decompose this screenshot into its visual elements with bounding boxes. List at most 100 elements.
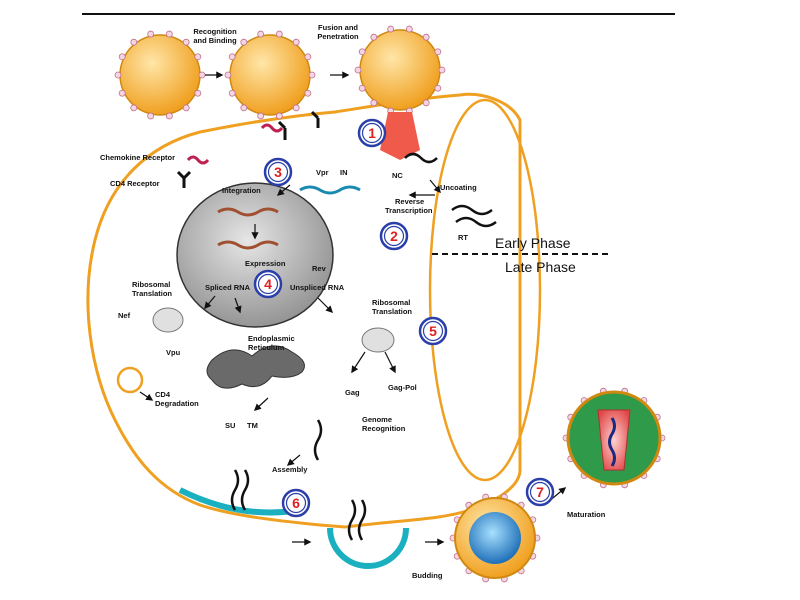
label-ribo-left-2: Translation — [132, 289, 172, 298]
spike-icon — [358, 84, 366, 92]
spike-icon — [304, 89, 312, 97]
label-nc: NC — [392, 171, 403, 180]
host-dna-1 — [217, 207, 279, 217]
spike-icon — [114, 71, 122, 79]
arrow-unspliced — [317, 297, 334, 314]
label-er-2: Reticulum — [248, 343, 285, 352]
spike-icon — [118, 53, 126, 61]
label-uncoating: Uncoating — [440, 183, 477, 192]
late-phase-label: Late Phase — [505, 259, 576, 275]
step-badge-7: 7 — [525, 477, 555, 507]
label-fusion-1: Fusion and — [318, 23, 358, 32]
spike-icon — [228, 89, 236, 97]
label-integration: Integration — [222, 186, 261, 195]
cd4-receptor-icon — [176, 170, 192, 188]
budding-particle — [327, 527, 409, 569]
spike-icon — [198, 71, 206, 79]
spike-icon — [275, 112, 283, 120]
spike-icon — [194, 53, 202, 61]
budding-rna — [347, 499, 367, 541]
cell-membrane — [86, 92, 522, 529]
spike-icon — [224, 71, 232, 79]
label-spliced: Spliced RNA — [205, 283, 251, 292]
spike-icon — [387, 25, 395, 33]
spike-icon — [182, 104, 190, 112]
spike-icon — [147, 112, 155, 120]
label-ribo-left-1: Ribosomal — [132, 280, 170, 289]
spike-icon — [434, 48, 442, 56]
spike-icon — [370, 99, 378, 107]
label-rt-2: Transcription — [385, 206, 433, 215]
fusion-pore — [380, 112, 420, 160]
arrow-degradation — [139, 391, 154, 401]
label-gag-pol: Gag-Pol — [388, 383, 417, 392]
preintegration-complex — [299, 185, 361, 195]
spike-icon — [130, 104, 138, 112]
label-assembly: Assembly — [272, 465, 308, 474]
spike-icon — [354, 66, 362, 74]
label-tm: TM — [247, 421, 258, 430]
spike-icon — [240, 104, 248, 112]
spike-icon — [165, 112, 173, 120]
assembly-rna — [230, 469, 250, 511]
label-vpu: Vpu — [166, 348, 181, 357]
label-rt: RT — [458, 233, 468, 242]
virion-free — [119, 34, 201, 116]
label-ribo-right-1: Ribosomal — [372, 298, 410, 307]
label-su: SU — [225, 421, 235, 430]
label-expression: Expression — [245, 259, 286, 268]
label-chemokine: Chemokine Receptor — [100, 153, 175, 162]
label-maturation: Maturation — [567, 510, 606, 519]
spike-icon — [358, 48, 366, 56]
spike-icon — [228, 53, 236, 61]
label-rev: Rev — [312, 264, 327, 273]
early-phase-label: Early Phase — [495, 235, 571, 251]
label-nef: Nef — [118, 311, 131, 320]
step-badge-6: 6 — [281, 488, 311, 518]
spike-icon — [118, 89, 126, 97]
ribosome-left — [152, 307, 184, 333]
arrow-to-nucleus — [276, 184, 291, 196]
step-number: 3 — [274, 164, 282, 180]
cd4-endosome — [116, 366, 144, 394]
spike-icon — [182, 38, 190, 46]
arrow-assembly — [286, 454, 301, 466]
spike-icon — [292, 38, 300, 46]
spike-icon — [308, 71, 316, 79]
spike-icon — [438, 66, 446, 74]
label-budding: Budding — [412, 571, 443, 580]
step-badge-3: 3 — [263, 157, 293, 187]
spike-icon — [304, 53, 312, 61]
step-number: 1 — [368, 125, 376, 141]
spike-icon — [405, 25, 413, 33]
label-degradation-2: Degradation — [155, 399, 199, 408]
ribosome-right — [361, 327, 395, 353]
label-degradation-1: CD4 — [155, 390, 171, 399]
mature-core — [597, 409, 631, 471]
virion-binding — [229, 34, 311, 116]
viral-rna-uncoated — [451, 204, 497, 228]
label-gag: Gag — [345, 388, 360, 397]
virion-fusion — [359, 29, 441, 111]
label-genome-1: Genome — [362, 415, 392, 424]
arrow-spliced-2 — [234, 297, 242, 314]
step-number: 5 — [429, 323, 437, 339]
step-number: 6 — [292, 495, 300, 511]
host-dna-2 — [217, 240, 279, 250]
mature-rna — [608, 417, 616, 467]
nucleus — [176, 182, 334, 328]
label-rt-1: Reverse — [395, 197, 424, 206]
arrow-gag-pol — [384, 351, 396, 374]
inner-membrane-loop — [428, 98, 542, 482]
spike-icon — [165, 30, 173, 38]
step-badge-5: 5 — [418, 316, 448, 346]
viral-rna-nc — [404, 152, 438, 164]
spike-icon — [257, 112, 265, 120]
chemokine-receptor-icon — [186, 155, 210, 165]
step-badge-4: 4 — [253, 269, 283, 299]
spike-icon — [194, 89, 202, 97]
spike-icon — [240, 38, 248, 46]
spike-icon — [275, 30, 283, 38]
spike-icon — [370, 33, 378, 41]
